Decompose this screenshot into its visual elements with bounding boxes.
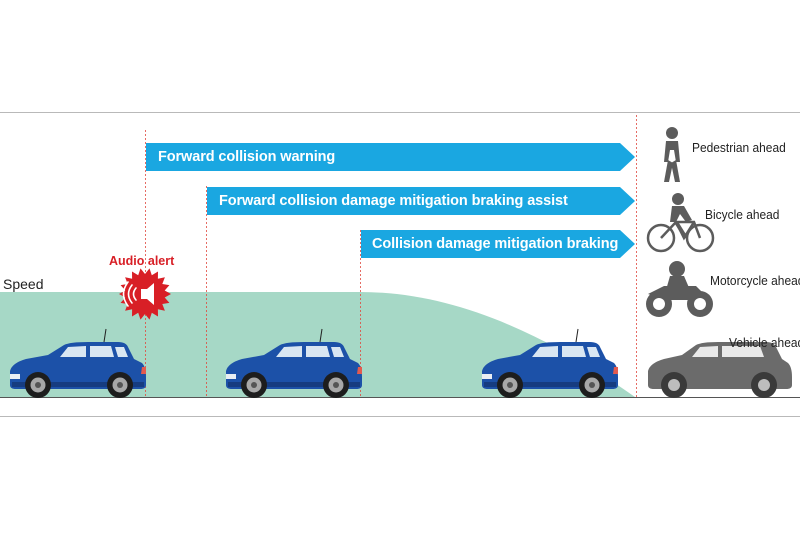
- arrow-mitigation-braking: [361, 230, 635, 258]
- object-label-bicycle: Bicycle ahead: [705, 207, 780, 222]
- arrow-forward-collision-warning: [146, 143, 635, 171]
- object-label-motorcycle: Motorcycle ahead: [710, 273, 800, 288]
- stage-label-braking: Collision damage mitigation braking: [372, 236, 619, 252]
- stage-label-warning: Forward collision warning: [158, 149, 336, 165]
- pedestrian-icon: [664, 127, 680, 182]
- object-label-pedestrian: Pedestrian ahead: [692, 140, 786, 155]
- arrow-braking-assist: [207, 187, 635, 215]
- audio-alert-icon: [119, 268, 171, 320]
- speed-axis-label: Speed: [3, 276, 44, 292]
- object-label-vehicle: Vehicle ahead: [729, 335, 800, 350]
- bicycle-icon: [646, 193, 715, 253]
- motorcycle-icon: [646, 261, 713, 317]
- audio-alert-label: Audio alert: [109, 254, 175, 268]
- car-icon: [648, 342, 792, 398]
- stage-label-assist: Forward collision damage mitigation brak…: [219, 193, 568, 209]
